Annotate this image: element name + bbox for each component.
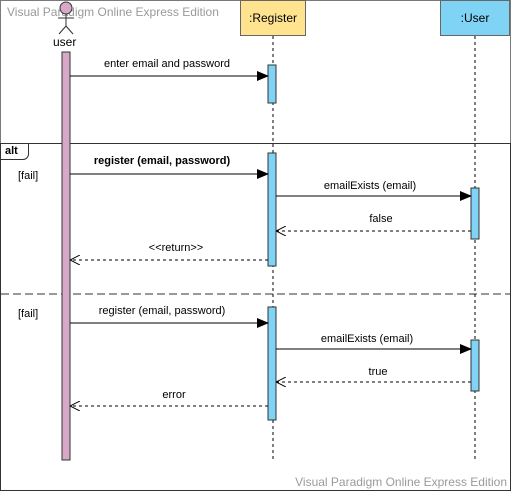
actor-activation[interactable] <box>61 51 71 461</box>
lifeline-user-header[interactable]: :User <box>440 0 510 36</box>
lifeline-user-label: :User <box>460 11 490 25</box>
message-label-7: emailExists (email) <box>320 333 414 345</box>
message-label-1: enter email and password <box>104 58 230 70</box>
user-activation-2[interactable] <box>470 339 480 392</box>
alt-operator-label: alt <box>1 144 29 160</box>
guard-condition-1: [fail] <box>18 170 39 182</box>
register-activation-3[interactable] <box>267 306 277 421</box>
message-label-2: register (email, password) <box>93 155 231 167</box>
message-label-5: <<return>> <box>148 242 204 254</box>
actor-user-label: user <box>53 35 77 49</box>
watermark-bottom: Visual Paradigm Online Express Edition <box>295 475 507 489</box>
message-label-6: register (email, password) <box>98 305 226 317</box>
message-label-9: error <box>162 389 186 401</box>
alt-fragment[interactable]: alt <box>0 143 511 491</box>
message-label-3: emailExists (email) <box>323 180 417 192</box>
message-label-4: false <box>369 213 393 225</box>
guard-condition-2: [fail] <box>18 308 39 320</box>
message-label-8: true <box>368 366 388 378</box>
user-activation-1[interactable] <box>470 187 480 240</box>
actor-user-icon[interactable] <box>58 1 74 35</box>
lifeline-register-label: :Register <box>248 11 298 25</box>
register-activation-2[interactable] <box>267 152 277 267</box>
register-activation-1[interactable] <box>267 64 277 104</box>
lifeline-register-header[interactable]: :Register <box>240 0 306 36</box>
